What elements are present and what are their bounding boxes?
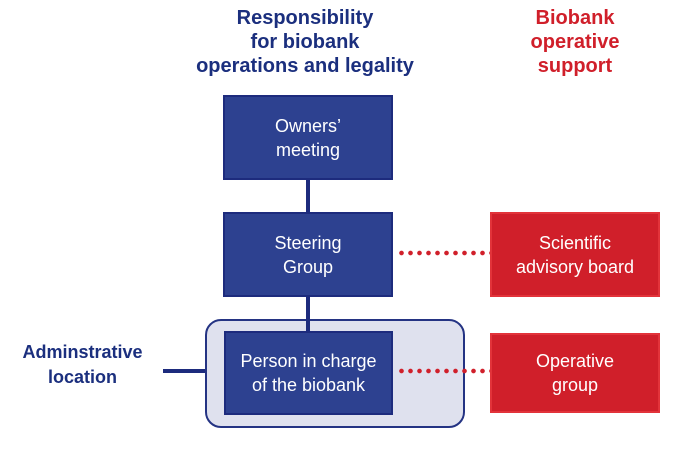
administrative-location-label: Adminstrative location (22, 342, 143, 387)
connector-owners-to-steering (306, 180, 310, 212)
connector-admin-label-to-panel (163, 369, 205, 373)
dotted-connector-steering-to-scientific (397, 250, 490, 256)
column-header-operative-support: Biobank operative support (530, 7, 620, 77)
node-owners-meeting: Owners’ meeting (223, 95, 393, 180)
node-steering-group: Steering Group (223, 212, 393, 297)
column-header-responsibility: Responsibility for biobank operations an… (196, 7, 414, 77)
node-operative-group: Operative group (490, 333, 660, 413)
node-person-in-charge: Person in charge of the biobank (224, 331, 393, 415)
node-scientific-advisory-board: Scientific advisory board (490, 212, 660, 297)
dotted-connector-person-to-operative (397, 368, 490, 374)
connector-steering-to-person (306, 297, 310, 331)
